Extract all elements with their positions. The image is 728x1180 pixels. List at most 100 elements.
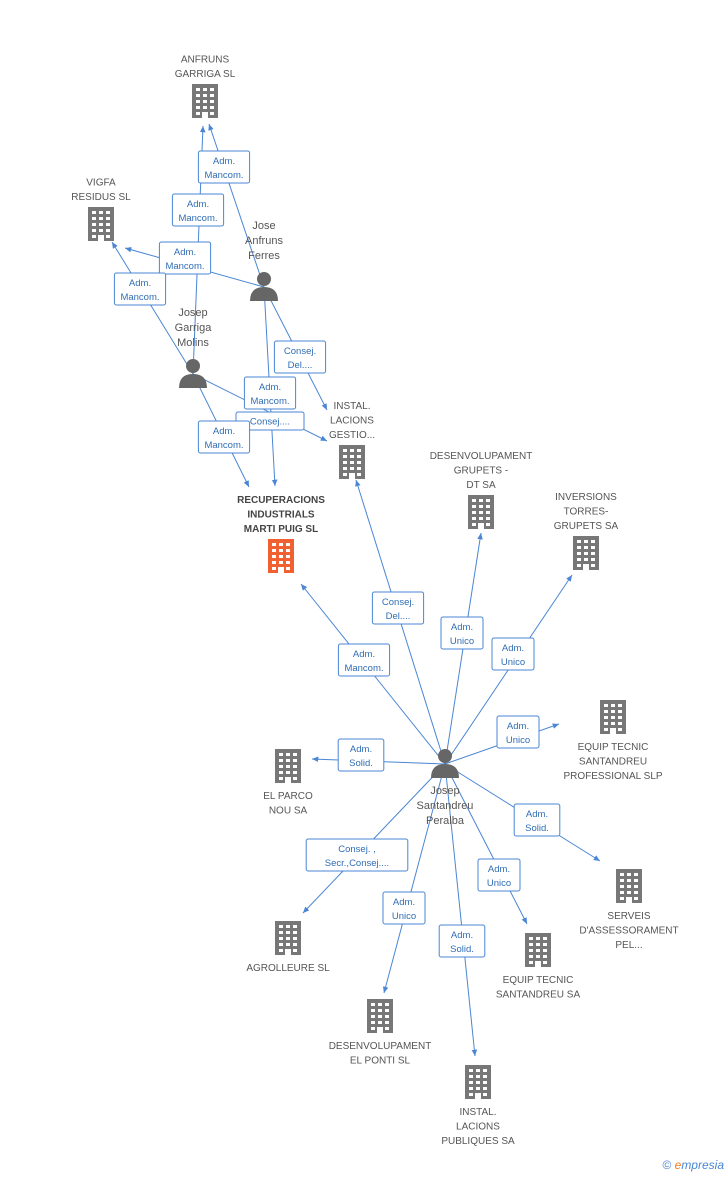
node-label-line: Garriga (175, 322, 213, 334)
node-label-line: SANTANDREU (579, 757, 647, 768)
node-label-line: PEL... (615, 940, 642, 951)
role-badge-text: Consej. (382, 597, 414, 608)
role-badge-text: Adm. (526, 809, 548, 820)
role-badge[interactable]: Adm.Mancom. (243, 376, 297, 410)
node-label-line: LACIONS (456, 1122, 500, 1133)
role-badge-text: Adm. (488, 864, 510, 875)
node-label-line: LACIONS (330, 416, 374, 427)
node-label-line: D'ASSESSORAMENT (579, 926, 678, 937)
role-badge-text: Adm. (174, 247, 196, 258)
role-badge[interactable]: Adm. Solid. (438, 924, 486, 958)
role-badge[interactable]: Adm.Unico (496, 715, 540, 749)
node-label-line: Peralba (426, 815, 465, 827)
role-badge-text: Mancom. (120, 292, 159, 303)
copyright-icon: © (662, 1158, 672, 1172)
role-badge[interactable]: Adm.Mancom. (113, 272, 167, 306)
role-badge-text: Adm. (507, 721, 529, 732)
role-badge[interactable]: Adm.Unico (382, 891, 426, 925)
role-badge-text: Consej. , (338, 844, 376, 855)
role-badge-text: Adm. (259, 382, 281, 393)
building-icon (600, 700, 626, 734)
role-badge-text: Solid. (450, 944, 474, 955)
node-equip-sa[interactable]: EQUIP TECNIC SANTANDREU SA (496, 933, 581, 1001)
edge-josep_santandreu-desenv_ponti (382, 763, 446, 994)
node-agrolleure[interactable]: AGROLLEURE SL (246, 921, 330, 974)
building-icon (192, 84, 218, 118)
node-label-line: GESTIO... (329, 430, 375, 441)
role-badge-text: Adm. (353, 649, 375, 660)
role-badge-text: Solid. (349, 758, 373, 769)
role-badge-text: Adm. (187, 199, 209, 210)
role-badge-text: Mancom. (204, 440, 243, 451)
edge-josep_garriga-vigfa (111, 241, 194, 375)
building-icon (465, 1065, 491, 1099)
building-icon (525, 933, 551, 967)
role-badge[interactable]: Adm. Unico (440, 616, 484, 650)
building-icon (275, 921, 301, 955)
node-label-line: INDUSTRIALS (247, 510, 315, 521)
node-label-line: NOU SA (269, 806, 308, 817)
role-badge[interactable]: Consej.Del.... (371, 591, 425, 625)
node-label-line: EQUIP TECNIC (503, 975, 574, 986)
role-badge[interactable]: Adm.Unico (491, 637, 535, 671)
role-badge[interactable]: Adm.Unico (477, 858, 521, 892)
role-badge-text: Adm. (213, 426, 235, 437)
node-serveis[interactable]: SERVEISD'ASSESSORAMENTPEL... (579, 869, 679, 951)
role-badge-text: Mancom. (344, 663, 383, 674)
building-icon (268, 539, 294, 573)
node-label-line: DESENVOLUPAMENT (329, 1041, 432, 1052)
node-label-line: GARRIGA SL (175, 69, 236, 80)
node-instal-gestio[interactable]: INSTAL. LACIONS GESTIO... (329, 401, 375, 479)
role-badge[interactable]: Adm. Mancom. (337, 643, 391, 677)
role-badge-text: Adm. (451, 622, 473, 633)
role-badge-text: Unico (501, 657, 525, 668)
role-badge[interactable]: Adm. Mancom. (197, 420, 251, 454)
role-badge-text: Adm. (451, 930, 473, 941)
person-icon (250, 272, 278, 301)
node-label-line: Jose (252, 220, 275, 232)
role-badge[interactable]: Adm. Solid. (337, 738, 385, 772)
node-label-line: INSTAL. (333, 401, 370, 412)
role-badge[interactable]: Adm. Mancom. (158, 241, 212, 275)
role-badge[interactable]: Adm. Solid. (513, 803, 561, 837)
role-badge-text: Adm. (350, 744, 372, 755)
role-badge-text: Solid. (525, 823, 549, 834)
building-icon (339, 445, 365, 479)
brand-name: mpresia (681, 1158, 724, 1172)
node-label-line: Josep (430, 785, 459, 797)
empresia-logo[interactable]: © empresia (662, 1158, 724, 1172)
node-label-line: PROFESSIONAL SLP (563, 771, 662, 782)
role-badge-text: Unico (450, 636, 474, 647)
role-badge-text: Mancom. (165, 261, 204, 272)
node-label-line: DESENVOLUPAMENT (430, 451, 533, 462)
role-badge-text: Adm. (393, 897, 415, 908)
node-label-line: SANTANDREU SA (496, 990, 581, 1001)
role-badge-text: Adm. (213, 156, 235, 167)
role-badge[interactable]: Adm.Mancom. (171, 193, 225, 227)
role-badge-text: Consej. (284, 346, 316, 357)
edge-josep_santandreu-equip_sa (444, 763, 528, 925)
person-icon (179, 359, 207, 388)
building-icon (468, 495, 494, 529)
role-badge[interactable]: Consej. , Secr.,Consej.... (305, 838, 409, 872)
role-badge-text: Secr.,Consej.... (325, 858, 389, 869)
role-badge[interactable]: Consej.Del.... (273, 340, 327, 374)
role-badge[interactable]: Adm.Mancom. (197, 150, 251, 184)
node-label-line: TORRES- (564, 507, 609, 518)
building-icon (88, 207, 114, 241)
node-label-line: RESIDUS SL (71, 192, 131, 203)
person-icon (431, 749, 459, 778)
